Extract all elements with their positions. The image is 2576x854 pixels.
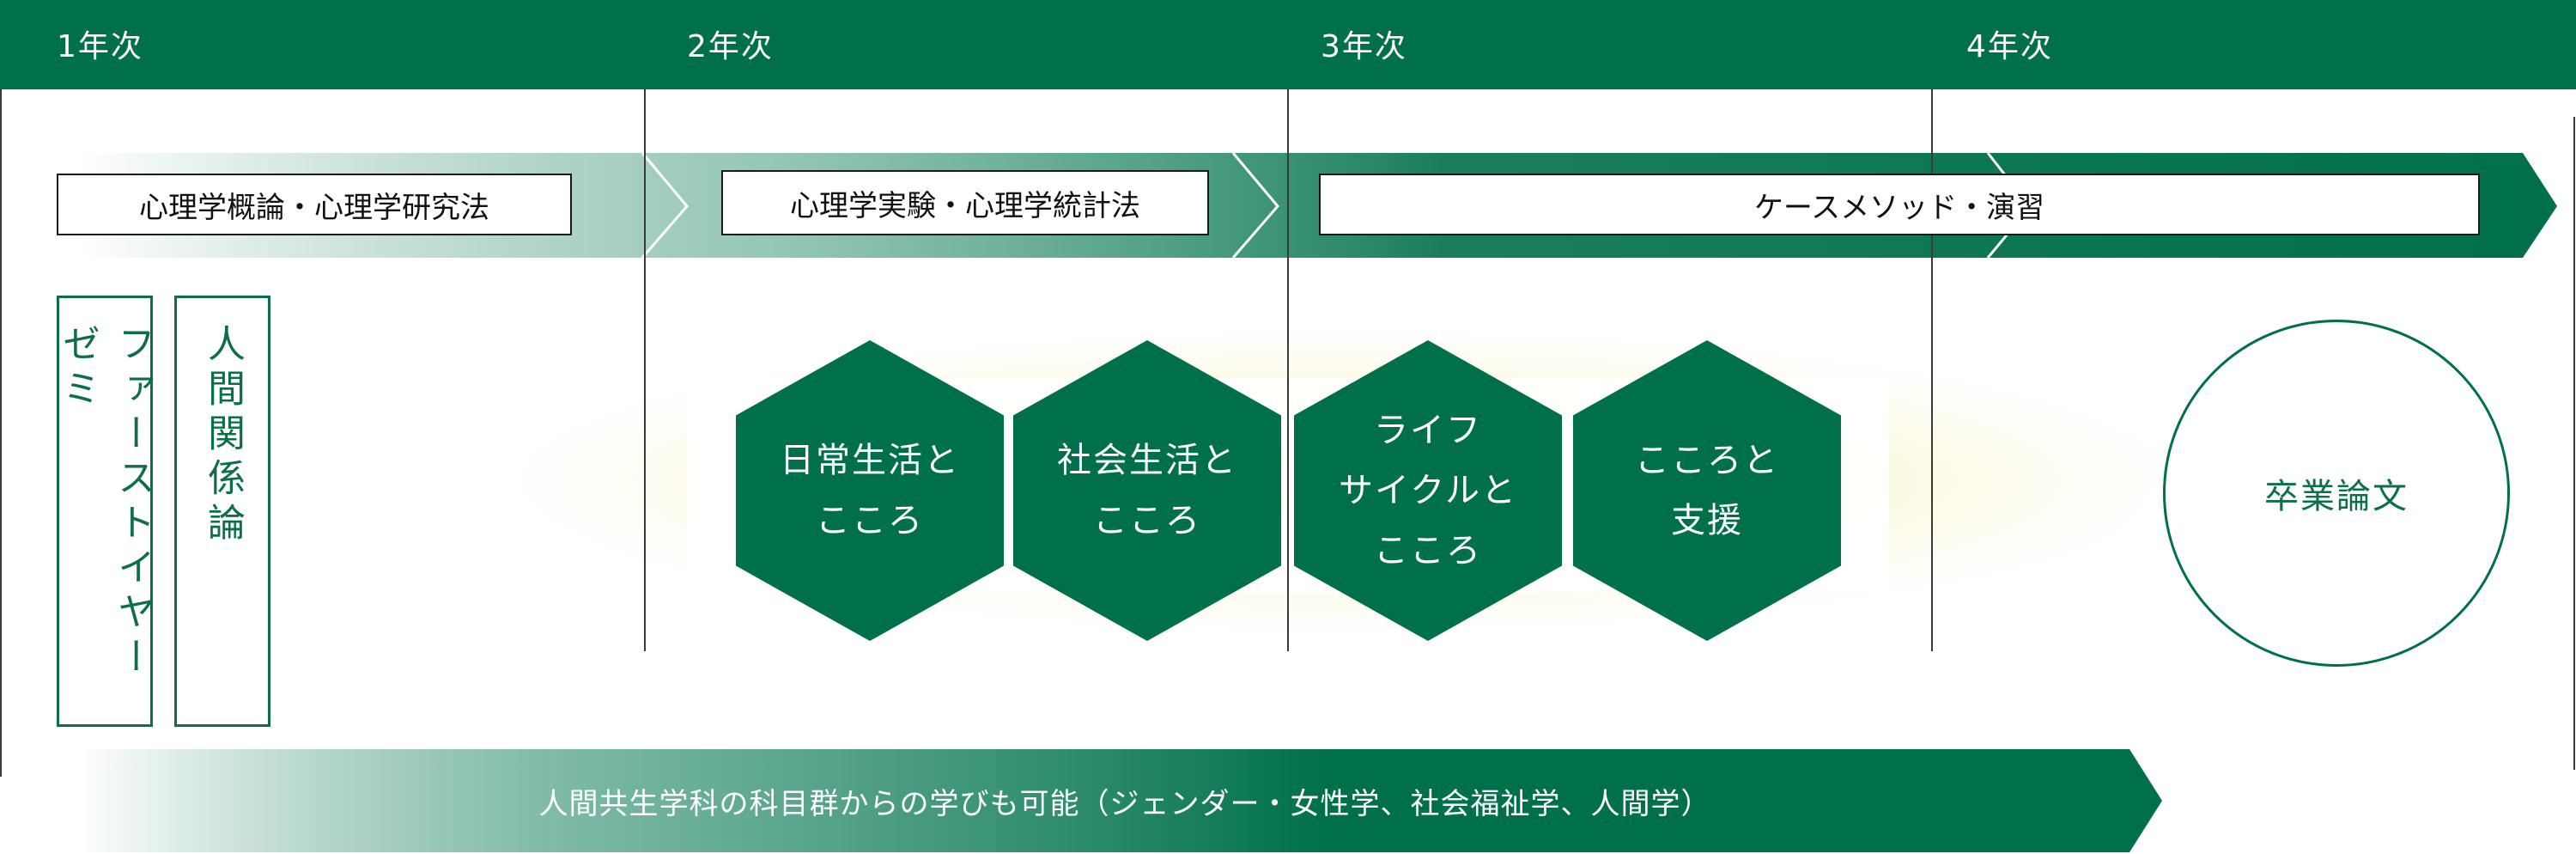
theme-label-life-cycle: ライフ サイクルと こころ bbox=[1339, 411, 1517, 570]
year-header-bar bbox=[0, 0, 2576, 89]
seminar-label-human-relations: 人間関係論 bbox=[201, 324, 245, 547]
year-label-2: 2年次 bbox=[687, 29, 774, 64]
divider-left bbox=[0, 89, 2, 777]
divider-year2 bbox=[644, 89, 646, 651]
bottom-arrow bbox=[77, 749, 2162, 852]
chevron-4 bbox=[1986, 231, 2011, 259]
course-box-case-method: ケースメソッド・演習 bbox=[1319, 174, 2480, 235]
bottom-note: 人間共生学科の科目群からの学びも可能（ジェンダー・女性学、社会福祉学、人間学） bbox=[538, 786, 1711, 821]
course-box-psych-experiment: 心理学実験・心理学統計法 bbox=[721, 170, 1209, 235]
thesis-label: 卒業論文 bbox=[2264, 477, 2409, 516]
divider-right bbox=[2573, 117, 2575, 770]
chevron-1 bbox=[641, 152, 689, 259]
theme-label-support: こころと 支援 bbox=[1635, 441, 1779, 540]
divider-year3 bbox=[1287, 89, 1289, 651]
thesis-circle: 卒業論文 bbox=[2163, 320, 2510, 667]
theme-label-daily-life: 日常生活と こころ bbox=[780, 441, 960, 540]
chevron-2 bbox=[1231, 152, 1279, 259]
year-label-1: 1年次 bbox=[57, 29, 143, 64]
seminar-box-human-relations: 人間関係論 bbox=[174, 296, 270, 727]
year-label-4: 4年次 bbox=[1966, 29, 2053, 64]
divider-year4 bbox=[1931, 89, 1933, 651]
seminar-label-first-year: ファーストイヤーゼミ bbox=[56, 324, 155, 681]
course-box-psych-intro: 心理学概論・心理学研究法 bbox=[57, 174, 572, 235]
year-label-3: 3年次 bbox=[1321, 29, 1407, 64]
theme-label-social-life: 社会生活と こころ bbox=[1057, 441, 1237, 540]
seminar-box-first-year: ファーストイヤーゼミ bbox=[56, 296, 155, 727]
